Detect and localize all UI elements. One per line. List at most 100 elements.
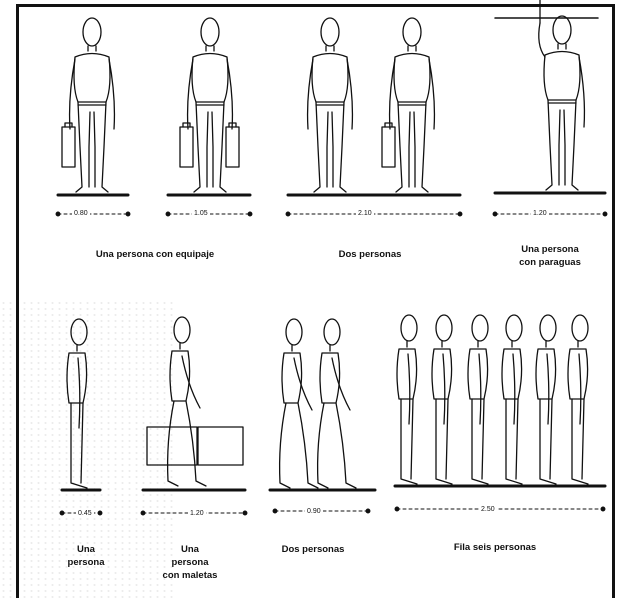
suitcase-icon (226, 127, 239, 167)
figure-queue-5 (536, 315, 556, 484)
dim-dot (98, 511, 102, 515)
left-leg (212, 102, 226, 192)
left-leg (332, 102, 346, 192)
head (436, 315, 452, 341)
suitcase-icon (382, 127, 395, 167)
head (321, 18, 339, 46)
figure-man-two-bags (180, 18, 239, 192)
head (572, 315, 588, 341)
front-leg (336, 403, 356, 488)
dim-label-1-05: 1.05 (192, 209, 210, 218)
caption-una-persona-maletas: Una persona con maletas (155, 543, 225, 582)
dim-dot (126, 212, 130, 216)
suitcase-icon (147, 427, 197, 465)
figure-queue-4 (502, 315, 522, 484)
caption-una-persona-paraguas: Una persona con paraguas (500, 243, 600, 269)
arm (182, 356, 200, 408)
arm (443, 354, 445, 424)
arm (513, 354, 515, 424)
dim-label-0-45: 0.45 (76, 509, 94, 518)
head (553, 16, 571, 44)
arm (78, 358, 80, 428)
figure-man-one-bag (62, 18, 114, 192)
suitcase-icon (62, 127, 75, 167)
neck (88, 46, 96, 51)
left-leg (564, 100, 578, 190)
dim-dot (56, 212, 60, 216)
right-leg (546, 100, 560, 190)
dim-dot (458, 212, 462, 216)
dim-dot (273, 509, 277, 513)
back-leg (168, 401, 178, 486)
figure-man-pair-b (382, 18, 434, 192)
torso (544, 52, 580, 101)
dim-dot (603, 212, 607, 216)
caption-dos-personas-top: Dos personas (320, 248, 420, 261)
torso (536, 349, 556, 399)
head (83, 18, 101, 46)
dim-dot (366, 509, 370, 513)
torso (192, 54, 228, 103)
dim-dot (141, 511, 145, 515)
torso (468, 349, 488, 399)
head (286, 319, 302, 345)
head (540, 315, 556, 341)
arm (408, 354, 410, 424)
arm (547, 354, 549, 424)
neck (326, 46, 334, 51)
torso (432, 349, 452, 399)
dimension-0-80 (56, 212, 130, 216)
dimension-1-20-top (493, 212, 607, 216)
neck (558, 44, 566, 49)
dim-dot (395, 507, 399, 511)
figure-queue-2 (432, 315, 452, 484)
dimension-2-50 (395, 507, 605, 511)
figure-walking-b (318, 319, 356, 488)
dim-dot (601, 507, 605, 511)
torso (502, 349, 522, 399)
head (506, 315, 522, 341)
dim-label-2-10: 2.10 (356, 209, 374, 218)
right-leg (396, 102, 410, 192)
caption-una-persona: Una persona (56, 543, 116, 569)
dim-dot (243, 511, 247, 515)
dimension-2-10 (286, 212, 462, 216)
figure-queue-3 (468, 315, 488, 484)
left-leg (414, 102, 428, 192)
torso (394, 54, 430, 103)
figure-man-pair-a (308, 18, 353, 192)
front-leg (186, 401, 206, 486)
right-arm (539, 23, 545, 57)
head (403, 18, 421, 46)
figure-side-standing (67, 319, 87, 488)
head (472, 315, 488, 341)
figure-side-suitcases (168, 317, 206, 486)
arm (479, 354, 481, 424)
dim-label-0-80: 0.80 (72, 209, 90, 218)
head (201, 18, 219, 46)
dim-label-2-50: 2.50 (479, 505, 497, 514)
neck (408, 46, 416, 51)
dim-label-0-90: 0.90 (305, 507, 323, 516)
arm (332, 358, 350, 410)
dim-dot (493, 212, 497, 216)
torso (74, 54, 110, 103)
left-leg (94, 102, 108, 192)
dim-dot (166, 212, 170, 216)
front-leg (298, 403, 318, 488)
right-leg (314, 102, 328, 192)
dim-dot (60, 511, 64, 515)
head (71, 319, 87, 345)
right-leg (76, 102, 90, 192)
right-leg (194, 102, 208, 192)
dim-label-1-20-paraguas: 1.20 (531, 209, 549, 218)
head (174, 317, 190, 343)
caption-una-persona-equipaje: Una persona con equipaje (70, 248, 240, 261)
figure-walking-a (280, 319, 318, 488)
back-leg (280, 403, 290, 488)
suitcase-icon (198, 427, 243, 465)
figure-queue-1 (397, 315, 417, 484)
neck (206, 46, 214, 51)
arm (579, 354, 581, 424)
